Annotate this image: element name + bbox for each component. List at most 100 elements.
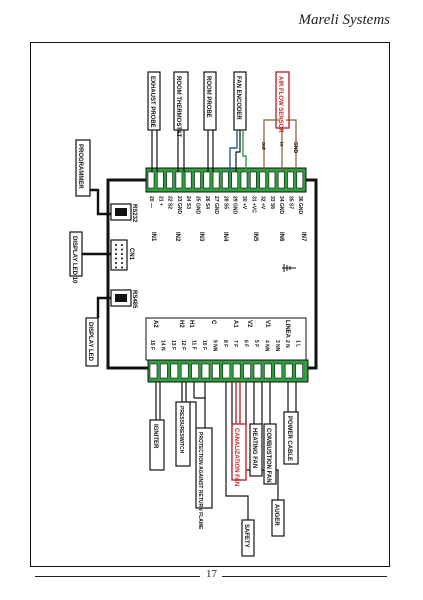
top-connector-strip: [145, 167, 307, 193]
top-terminal-label: 30 +V: [241, 196, 247, 210]
terminal-slot: [175, 171, 183, 189]
programmer: PROGRAMMER: [75, 139, 112, 216]
display-led-10-label: DISPLAY LED 10: [71, 236, 77, 284]
cn1-pin: [121, 262, 123, 264]
top-terminal-label: 27 GND: [213, 196, 219, 214]
terminal-slot: [160, 363, 168, 379]
terminal-slot: [191, 363, 199, 379]
top-terminal-label: 34 GND: [278, 196, 284, 214]
terminal-slot: [268, 171, 276, 189]
terminal-slot: [243, 363, 251, 379]
exhaust-probe-label: EXHAUST PROBE: [149, 76, 155, 128]
fan-encoder-label: FAN ENCODER: [235, 76, 241, 120]
cn1-pin: [121, 244, 123, 246]
canalization-fan-label: CANALIZATION FAN: [233, 428, 239, 486]
top-terminal-label: 35 S7: [288, 196, 294, 209]
bottom-terminal-label: 2 N: [284, 340, 290, 348]
brand-logo: Mareli Systems: [298, 12, 390, 28]
top-terminal-label: 26 S4: [204, 196, 210, 209]
cn1-pin: [121, 266, 123, 269]
air-flow-gnd-label: GND: [292, 142, 298, 154]
terminal-slot: [184, 171, 192, 189]
terminal-slot: [203, 171, 211, 189]
programmer-label: PROGRAMMER: [77, 144, 83, 189]
terminal-slot: [284, 363, 293, 379]
output-group-label: H2: [178, 320, 184, 328]
input-group-label: IN6: [278, 232, 284, 242]
bottom-terminal-label: 1 L: [295, 340, 301, 347]
input-group-label: IN5: [252, 232, 258, 242]
bottom-terminal-label: 12 F: [180, 340, 186, 350]
terminal-slot: [232, 363, 241, 379]
top-terminal-label: 36 GND: [297, 196, 303, 214]
auger: AUGER: [271, 499, 285, 537]
top-terminal-label: 33 S6: [269, 196, 275, 209]
page-footer: 17: [0, 568, 423, 582]
cn1-pin: [121, 248, 123, 251]
cn1-pin: [115, 248, 117, 251]
output-group-label: C: [210, 320, 216, 325]
room-thermostat: ROOM THERMOSTAT: [173, 71, 189, 172]
safety-label: SAFETY: [243, 524, 249, 548]
display-led-label: DISPLAY LED: [87, 322, 93, 362]
terminal-slot: [157, 171, 164, 189]
igniter-label: IGNITER: [152, 424, 158, 449]
display-led-10: DISPLAY LED 10: [69, 231, 112, 284]
rs485-port: RS485: [110, 289, 137, 309]
terminal-slot: [274, 363, 283, 379]
room-thermostat-label: ROOM THERMOSTAT: [175, 76, 181, 137]
terminal-slot: [222, 171, 229, 189]
safety: SAFETY: [241, 519, 255, 557]
power-cable: POWER CABLE: [283, 411, 299, 465]
terminal-slot: [166, 171, 173, 189]
terminal-slot: [212, 171, 220, 189]
top-terminal-label: 31 +VC: [250, 196, 256, 213]
bottom-terminal-label: 8 F: [222, 340, 228, 347]
top-terminal-label: 24 S3: [185, 196, 191, 209]
rs232-label: RS232: [131, 204, 137, 223]
bottom-terminal-label: 3 NN: [274, 340, 280, 352]
room-probe: ROOM PROBE: [203, 71, 217, 172]
air-flow-out-label: out: [260, 142, 266, 150]
terminal-slot: [295, 363, 303, 379]
top-terminal-label: 28 S5: [222, 196, 228, 209]
cn1-pin: [115, 257, 117, 260]
input-group-label: IN4: [222, 232, 228, 242]
terminal-slot: [180, 363, 189, 379]
heating-fan-label: HEATING FAN: [251, 428, 257, 468]
bottom-terminal-label: 7 F: [232, 340, 238, 347]
terminal-slot: [259, 171, 266, 189]
exhaust-probe: EXHAUST PROBE: [147, 71, 161, 172]
top-terminal-label: 22 S2: [167, 196, 173, 209]
air-flow-sensor-label: AIR FLOW SENSOR: [277, 76, 283, 133]
input-group-label: IN2: [174, 232, 180, 242]
terminal-slot: [240, 171, 248, 189]
display-led: DISPLAY LED: [85, 296, 112, 367]
terminal-slot: [264, 363, 272, 379]
cn1-label: CN1: [128, 248, 134, 261]
top-terminal-label: 29 GND: [232, 196, 238, 214]
cn1-pin: [121, 253, 123, 255]
bottom-terminal-label: 6 F: [243, 340, 249, 347]
terminal-slot: [231, 171, 238, 189]
rs485-label: RS485: [131, 290, 137, 309]
output-group-label: H1: [188, 320, 194, 328]
terminal-slot: [170, 363, 179, 379]
terminal-slot: [287, 171, 294, 189]
top-terminal-label: 23 GND: [176, 196, 182, 214]
footer-rule-left: [35, 576, 200, 577]
pressureswitch-label: PRESSURESWITCH: [178, 406, 184, 454]
top-terminal-label: 21 +: [157, 196, 163, 206]
bottom-terminal-label: 11 F: [191, 340, 197, 350]
bottom-wires: [155, 382, 297, 520]
top-terminal-label: 20 —: [148, 196, 154, 208]
terminal-slot: [149, 363, 158, 379]
output-group-label: LINEA: [284, 320, 290, 339]
heating-fan: HEATING FAN: [249, 423, 263, 477]
terminal-slot: [212, 363, 220, 379]
protection-label: PROTECTION AGAINST RETURN FLAME: [197, 432, 203, 530]
input-group-label: IN7: [300, 232, 306, 242]
